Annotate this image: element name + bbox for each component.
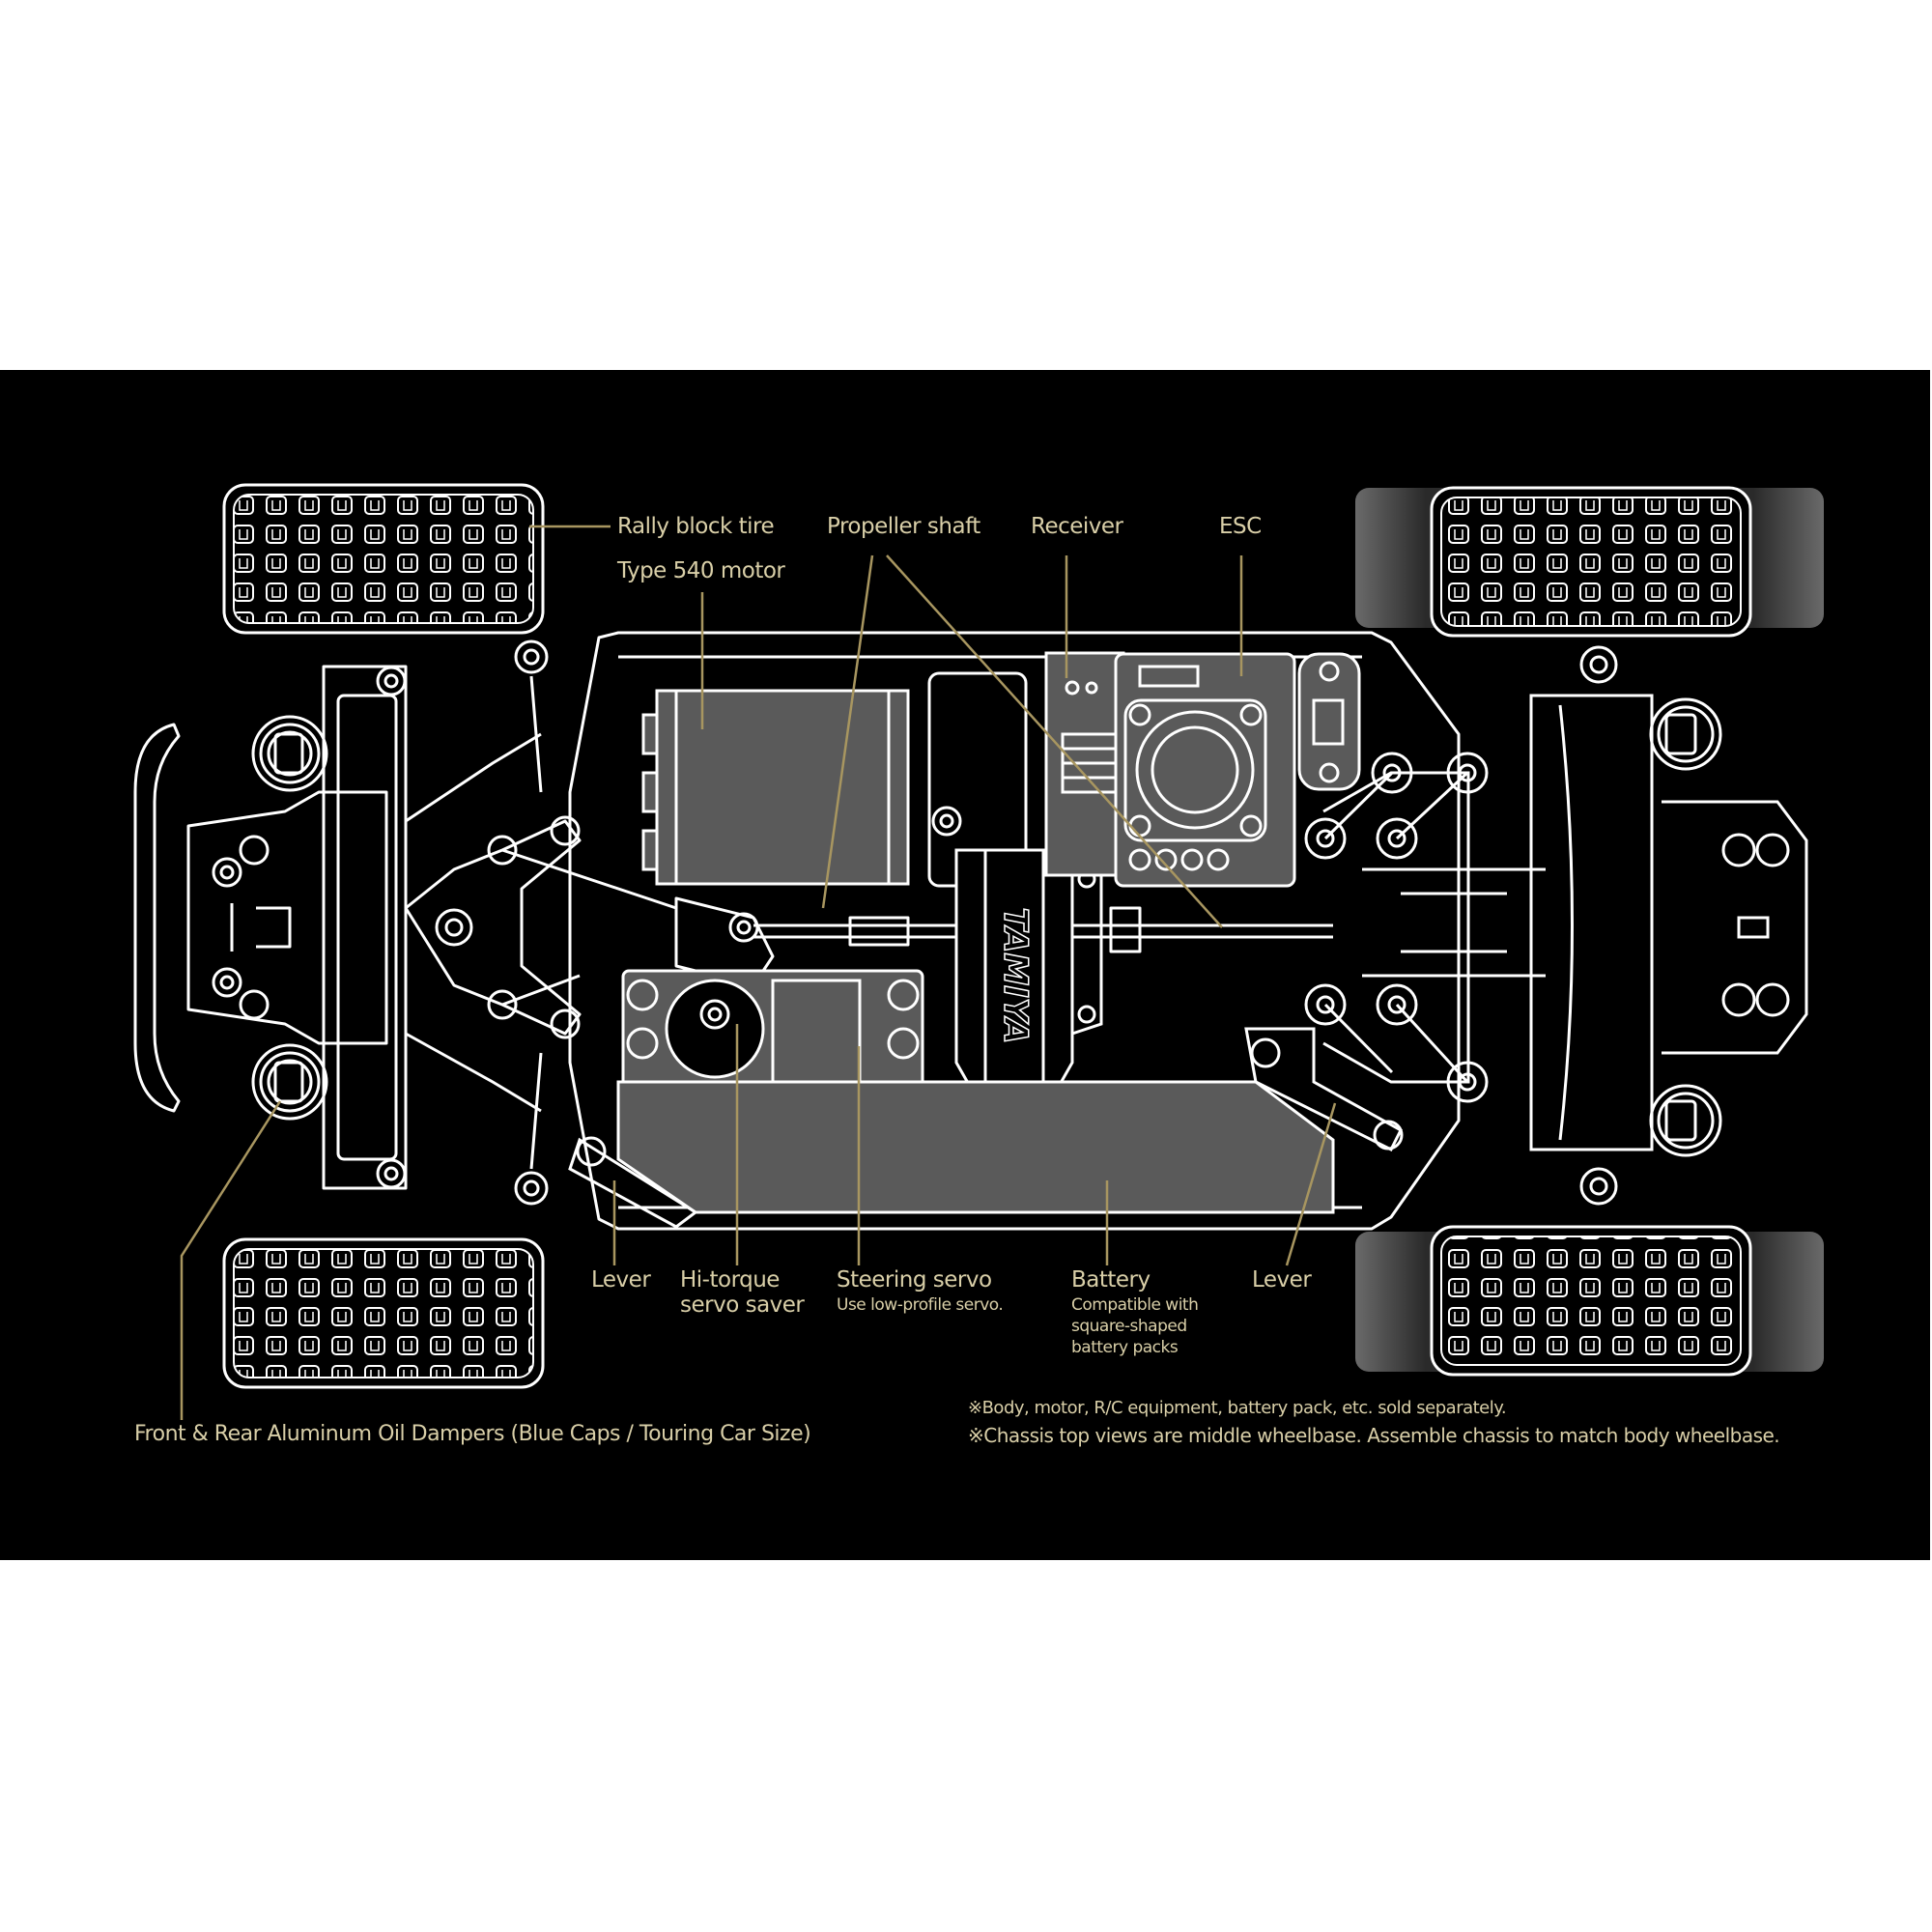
label-steering-servo: Steering servo: [837, 1267, 992, 1293]
front-bulkhead: [186, 790, 388, 1045]
label-rally-block-tire: Rally block tire: [617, 514, 775, 539]
front-bumper: [133, 723, 181, 1113]
rear-axle: [1529, 694, 1654, 1151]
label-lever-rear: Lever: [1252, 1267, 1312, 1293]
rear-lever: [1244, 1027, 1404, 1152]
callout-propshaft-b: [886, 554, 1223, 928]
rear-bulkhead: [1662, 800, 1808, 1055]
rear-left-tire: [1355, 486, 1824, 638]
label-propeller-shaft: Propeller shaft: [827, 514, 980, 539]
brand-mark: TAMIYA: [996, 907, 1035, 1043]
rear-arms: [1322, 771, 1470, 1084]
note-wheelbase: ※Chassis top views are middle wheelbase.…: [968, 1424, 1780, 1447]
label-servo-saver-1: Hi-torque: [680, 1267, 780, 1293]
label-lever-front: Lever: [591, 1267, 651, 1293]
label-type-540-motor: Type 540 motor: [617, 558, 785, 583]
motor: [641, 689, 910, 886]
front-right-tire: [222, 1237, 545, 1389]
label-esc: ESC: [1219, 514, 1262, 539]
front-lever: [568, 1136, 698, 1229]
callout-dampers: [180, 1100, 282, 1420]
callout-lines: [180, 525, 1337, 1420]
front-damper-bottom: [251, 1043, 328, 1121]
front-damper-top: [251, 715, 328, 792]
front-left-tire: [222, 483, 545, 635]
label-dampers: Front & Rear Aluminum Oil Dampers (Blue …: [134, 1422, 811, 1446]
steering-bellcrank: [404, 819, 582, 1036]
label-steering-servo-note: Use low-profile servo.: [837, 1295, 1004, 1315]
label-battery-note-3: battery packs: [1071, 1338, 1179, 1357]
label-servo-saver-2: servo saver: [680, 1293, 805, 1318]
callout-propshaft-a: [821, 554, 874, 909]
label-battery-note-2: square-shaped: [1071, 1317, 1187, 1336]
label-battery: Battery: [1071, 1267, 1151, 1293]
esc: [1114, 652, 1361, 888]
chassis-tub: [568, 631, 1461, 1231]
note-sold-separately: ※Body, motor, R/C equipment, battery pac…: [968, 1398, 1507, 1418]
battery: [616, 1080, 1335, 1214]
label-receiver: Receiver: [1031, 514, 1123, 539]
callout-lever-rear: [1285, 1102, 1337, 1266]
label-battery-note-1: Compatible with: [1071, 1295, 1199, 1315]
rear-right-tire: [1355, 1225, 1824, 1377]
receiver: [1044, 651, 1125, 877]
